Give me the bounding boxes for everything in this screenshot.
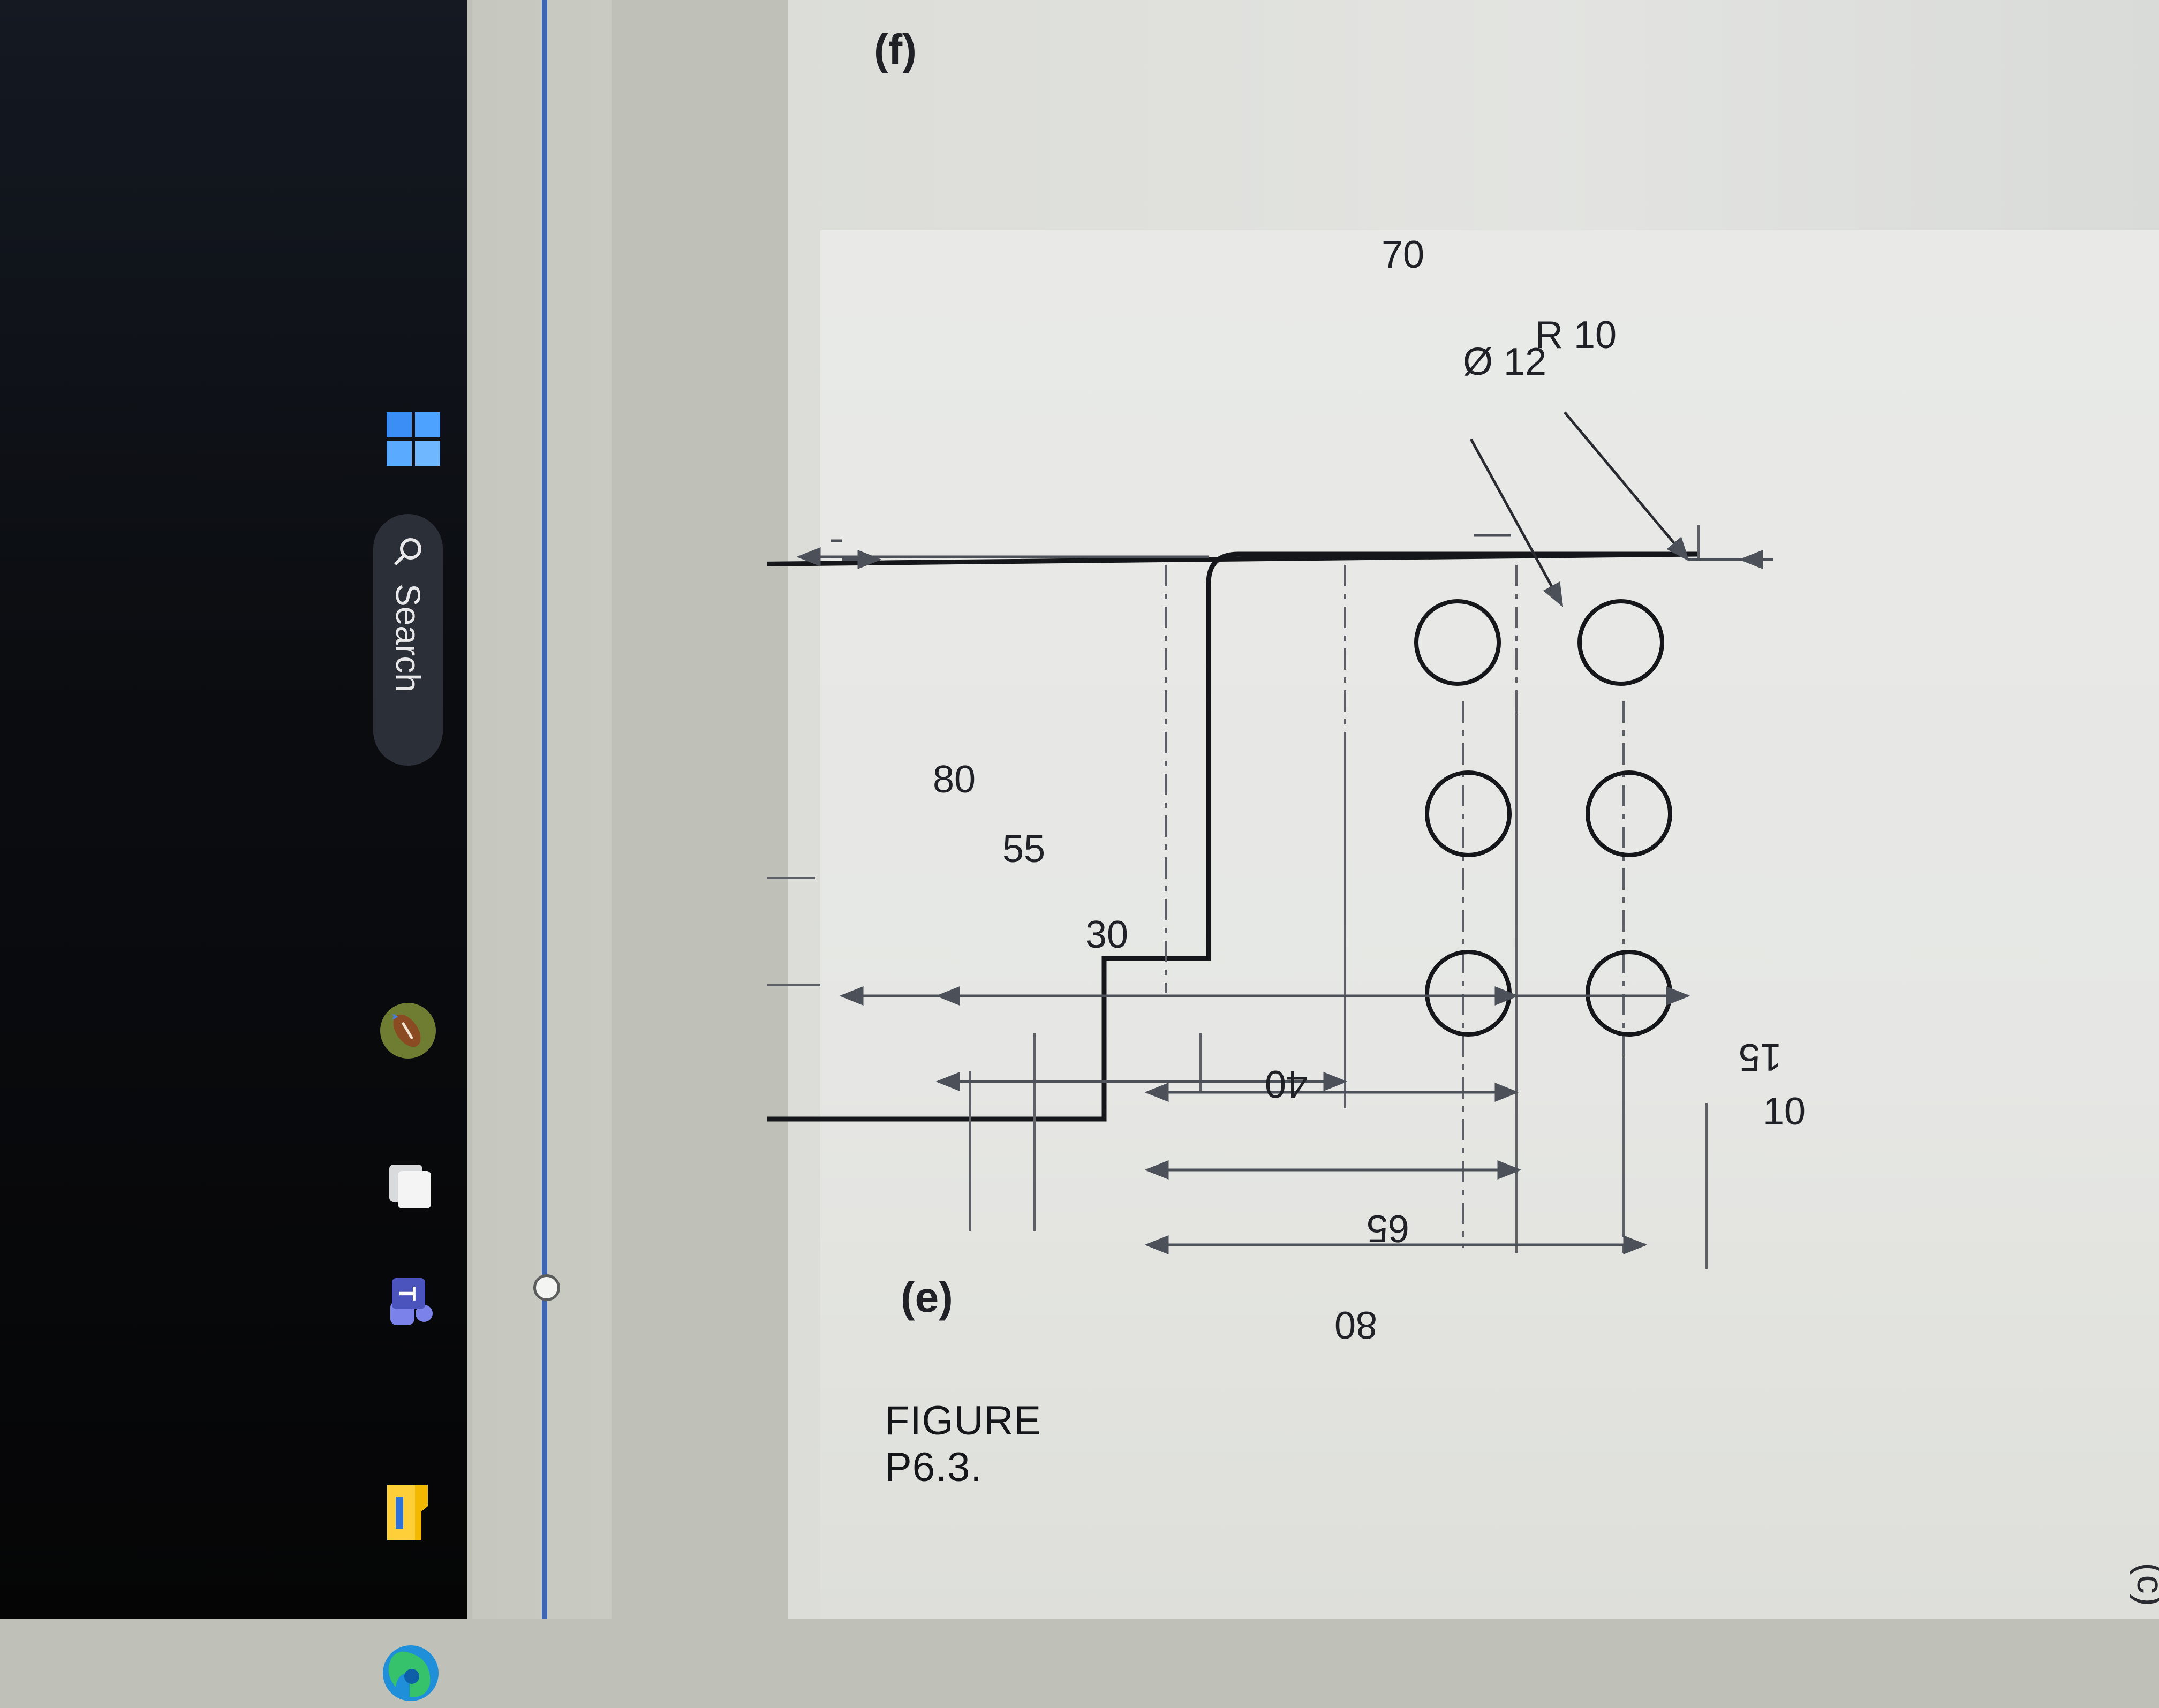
dim-15-label: 15 — [1739, 1036, 1781, 1078]
dim-55-label: 55 — [1002, 828, 1045, 871]
hole-r2c1 — [1577, 599, 1664, 686]
leaders — [1469, 411, 1689, 607]
dim-r10-label: R 10 — [1535, 314, 1617, 357]
hole-r1c1 — [1414, 599, 1501, 686]
label-e: (e) — [901, 1273, 953, 1321]
technical-drawing: (c) — [767, 26, 2159, 1606]
dim-10-label: 10 — [1763, 1090, 1806, 1133]
widgets-icon — [380, 1003, 436, 1059]
dim-70-label: 70 — [1382, 233, 1424, 276]
hole-r1c3 — [1425, 950, 1512, 1037]
dim-80-bottom-label: 80 — [933, 758, 976, 801]
label-f: (f) — [874, 26, 917, 73]
taskbar — [0, 0, 467, 1619]
search-icon — [394, 538, 421, 566]
dimension-lines — [831, 539, 1773, 569]
dim-30-label: 30 — [1085, 913, 1128, 956]
teams-icon: T — [390, 1278, 433, 1325]
hole-r2c3 — [1586, 950, 1672, 1037]
file-explorer-button[interactable] — [376, 1478, 446, 1547]
task-view-button[interactable] — [381, 1157, 440, 1215]
dim-40-label: 40 — [1265, 1062, 1308, 1105]
hole-r1c2 — [1425, 770, 1512, 857]
file-explorer-icon — [387, 1485, 428, 1540]
windows-start-icon — [387, 412, 440, 466]
windows-start-button[interactable] — [381, 407, 446, 471]
figure-title: FIGURE P6.3. — [885, 1398, 1042, 1490]
search-label: Search — [389, 584, 427, 692]
dim-dia12-label: Ø 12 — [1463, 341, 1546, 383]
part-outline — [767, 551, 1699, 1122]
task-view-icon — [389, 1165, 431, 1208]
extension-lines — [767, 525, 1708, 1269]
edge-button[interactable] — [376, 1638, 446, 1708]
widgets-button[interactable] — [373, 996, 443, 1065]
zoom-slider-thumb[interactable] — [533, 1274, 560, 1301]
hole-r2c2 — [1586, 770, 1672, 857]
taskbar-search-box[interactable]: Search — [373, 514, 443, 766]
dim-65-label: 65 — [1367, 1207, 1409, 1250]
centerlines — [1165, 565, 1625, 1253]
edge-icon — [383, 1645, 439, 1701]
fragment-top-label: (c) — [2130, 1562, 2159, 1606]
dim-80-left-label: 80 — [1334, 1303, 1377, 1346]
teams-button[interactable]: T — [379, 1269, 443, 1333]
svg-text:T: T — [394, 1287, 420, 1301]
zoom-slider-track[interactable] — [542, 0, 547, 1619]
